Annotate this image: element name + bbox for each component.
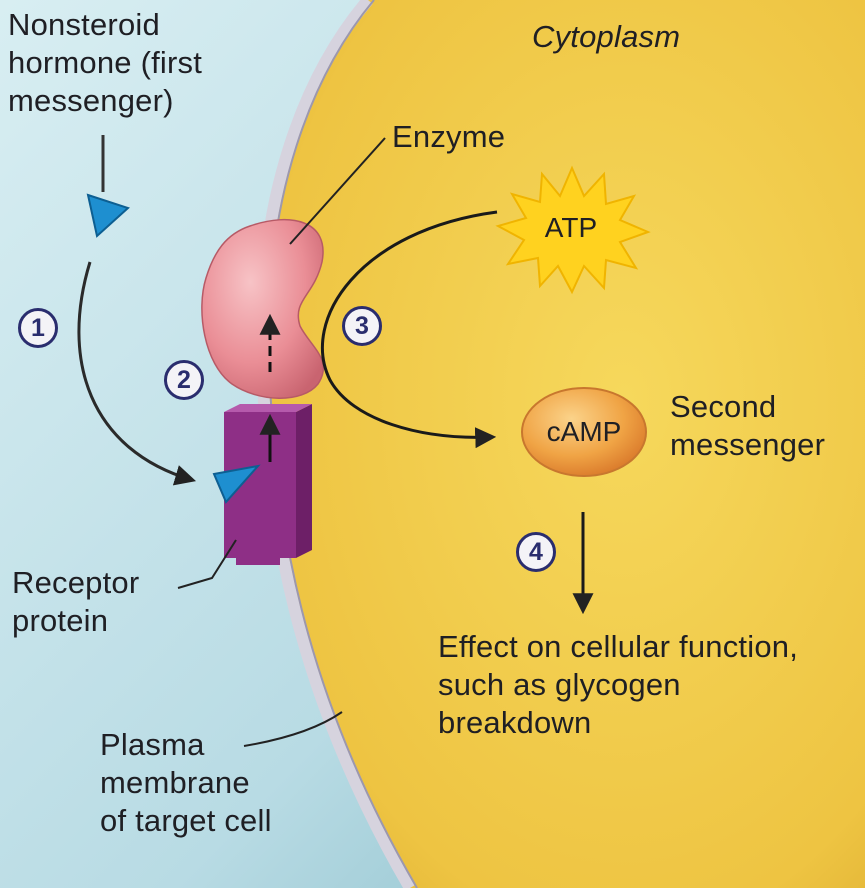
- effect-label: Effect on cellular function, such as gly…: [438, 629, 799, 740]
- receptor-stem: [236, 520, 280, 565]
- atp-label: ATP: [544, 212, 598, 243]
- receptor-leader-line: [177, 539, 237, 589]
- cytoplasm-label: Cytoplasm: [532, 19, 681, 54]
- atp-starburst-icon: [495, 165, 651, 295]
- membrane-leader-line: [243, 711, 343, 747]
- receptor-label: Receptor protein: [12, 565, 140, 638]
- enzyme-blob: [201, 219, 325, 399]
- step-1-arrow: [77, 261, 197, 486]
- bound-hormone-icon: [212, 464, 261, 504]
- hormone-label: Nonsteroid hormone (first messenger): [8, 7, 203, 118]
- step-3-arrow: [320, 210, 498, 449]
- receptor-top: [224, 404, 312, 412]
- membrane-label: Plasma membrane of target cell: [100, 727, 272, 838]
- step-1-badge: 1: [18, 308, 58, 348]
- enzyme-leader-line: [289, 137, 386, 245]
- step-4-badge: 4: [516, 532, 556, 572]
- receptor-side: [296, 404, 312, 558]
- enzyme-label: Enzyme: [392, 119, 506, 154]
- hormone-triangle-icon: [86, 193, 130, 238]
- step-3-badge: 3: [342, 306, 382, 346]
- step-2-badge: 2: [164, 360, 204, 400]
- camp-oval-icon: [521, 387, 647, 477]
- second-messenger-label: Second messenger: [670, 389, 826, 462]
- camp-label: cAMP: [546, 416, 622, 447]
